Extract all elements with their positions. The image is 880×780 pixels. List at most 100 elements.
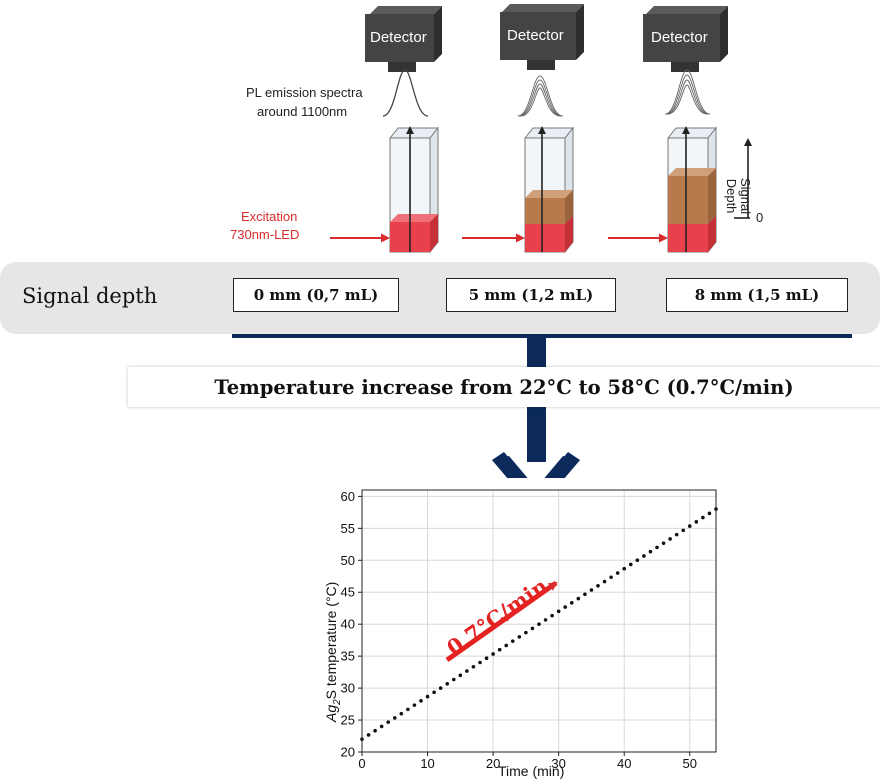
x-tick-label: 10: [420, 756, 434, 771]
y-tick-label: 25: [341, 713, 355, 728]
data-point: [392, 716, 397, 720]
detector-label-1: Detector: [370, 29, 427, 46]
data-point: [655, 545, 659, 550]
rate-arrow: [445, 580, 558, 663]
detector-label-2: Detector: [507, 27, 564, 44]
data-point: [701, 515, 705, 520]
data-point: [438, 686, 443, 690]
detector-1: [365, 6, 442, 72]
chart-points: [360, 507, 718, 742]
spectrum-curve-3: [664, 69, 711, 115]
data-point: [668, 537, 672, 541]
data-point: [609, 575, 613, 580]
y-tick-label: 20: [341, 745, 355, 760]
chart-frame: [361, 489, 717, 753]
data-point: [648, 549, 653, 554]
data-point: [589, 588, 594, 592]
data-point: [602, 579, 607, 584]
detector-3: [643, 6, 728, 72]
y-tick-label: 35: [341, 649, 355, 664]
data-point: [622, 566, 627, 571]
data-point: [615, 571, 620, 575]
chart-y-ticks: 20 25 30 35 40 45 50 55 60: [341, 489, 362, 760]
data-point: [366, 733, 371, 737]
data-point: [524, 630, 528, 635]
x-tick-label: 20: [486, 756, 500, 771]
data-point: [687, 524, 692, 528]
data-point: [628, 562, 633, 567]
signal-depth-axis-title-line2: Depth: [724, 178, 739, 214]
cuvette-3: [666, 126, 718, 254]
data-point: [543, 618, 548, 622]
cuvette-2: [523, 126, 575, 254]
detector-2: [500, 4, 584, 70]
data-point: [707, 511, 712, 516]
y-tick-label: 60: [341, 489, 355, 504]
data-point: [491, 652, 495, 656]
data-point: [510, 639, 515, 643]
data-point: [419, 699, 423, 703]
data-point: [484, 656, 489, 661]
depth-box-5mm: 5 mm (1,2 mL): [446, 278, 616, 312]
signal-depth-axis-zero: 0: [756, 210, 764, 225]
excitation-label-line1: Excitation: [241, 209, 298, 224]
x-tick-label: 40: [617, 756, 631, 771]
data-point: [406, 707, 410, 712]
excitation-label-line2: 730nm-LED: [230, 227, 300, 242]
data-point: [550, 613, 554, 618]
data-point: [694, 520, 699, 524]
data-point: [674, 532, 679, 537]
data-point: [471, 664, 476, 669]
data-point: [569, 601, 574, 605]
data-point: [530, 626, 535, 631]
data-point: [681, 528, 686, 533]
data-point: [373, 728, 377, 733]
depth-box-0mm: 0 mm (0,7 mL): [233, 278, 399, 312]
pl-label-line2: around 1100nm: [257, 104, 348, 119]
signal-depth-axis: [734, 138, 752, 219]
data-point: [425, 694, 430, 699]
data-point: [412, 703, 417, 707]
data-point: [635, 558, 640, 563]
data-point: [465, 669, 469, 673]
spectrum-curve-1: [382, 69, 429, 117]
data-point: [386, 720, 391, 724]
chart-x-axis-label: Time (min): [498, 763, 565, 779]
y-tick-label: 40: [341, 617, 355, 632]
data-point: [556, 609, 561, 614]
chart-y-label-species: Ag: [323, 704, 339, 722]
depth-box-8mm: 8 mm (1,5 mL): [666, 278, 848, 312]
data-point: [451, 677, 456, 682]
data-point: [517, 635, 522, 639]
pl-label-line1: PL emission spectra: [246, 85, 363, 100]
data-point: [445, 682, 450, 686]
data-point: [458, 673, 463, 678]
chart-y-label-subscript: 2: [331, 699, 343, 705]
temperature-title: Temperature increase from 22°C to 58°C (…: [128, 367, 880, 407]
data-point: [537, 622, 541, 626]
data-point: [661, 541, 666, 545]
chart-y-label-rest: S temperature (°C): [323, 581, 339, 700]
data-point: [497, 647, 502, 652]
x-tick-label: 0: [358, 756, 365, 771]
data-point: [379, 724, 384, 729]
cuvette-1: [388, 126, 440, 254]
x-tick-label: 50: [683, 756, 697, 771]
signal-depth-label: Signal depth: [22, 284, 158, 308]
spectrum-curve-2: [517, 75, 564, 117]
data-point: [399, 711, 404, 716]
detector-label-3: Detector: [651, 29, 708, 46]
data-point: [432, 690, 436, 695]
y-tick-label: 50: [341, 553, 355, 568]
temperature-chart: 0 10 20 30 40 50 20 25 30 35 40 45 50 55 60: [322, 478, 720, 774]
data-point: [576, 596, 581, 601]
data-point: [478, 660, 482, 665]
y-tick-label: 30: [341, 681, 355, 696]
data-point: [642, 554, 646, 558]
signal-depth-axis-title-line1: Signal: [738, 178, 753, 215]
y-tick-label: 55: [341, 521, 355, 536]
y-tick-label: 45: [341, 585, 355, 600]
data-point: [596, 583, 600, 588]
